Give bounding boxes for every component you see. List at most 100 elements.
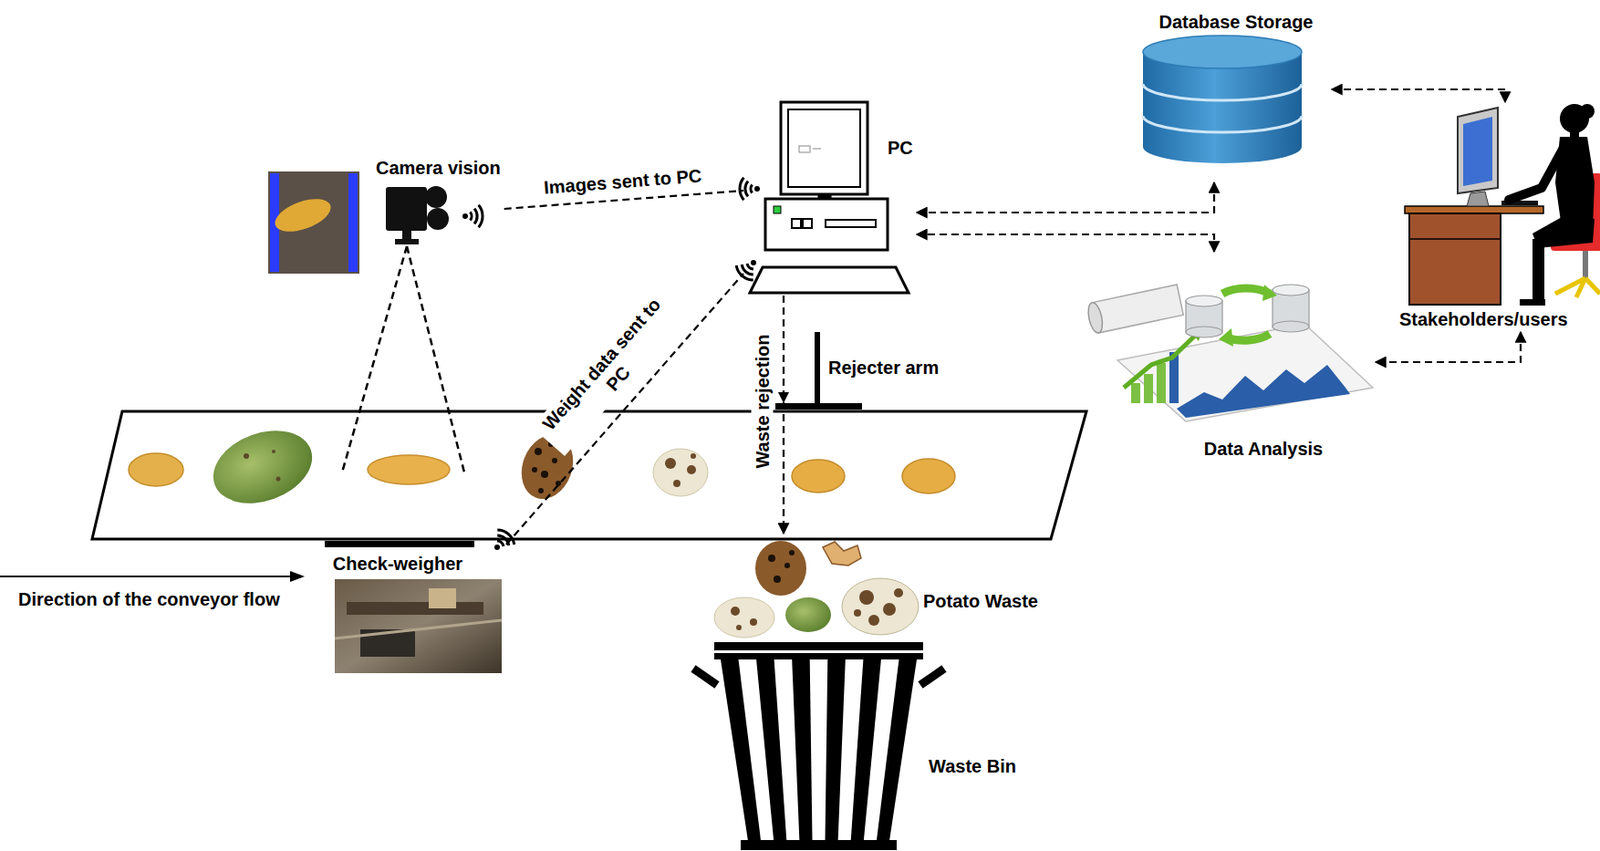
waste-bin bbox=[756, 659, 787, 842]
user-figure bbox=[1409, 213, 1501, 305]
pc-icon bbox=[773, 206, 781, 214]
flow-arrow bbox=[0, 575, 292, 578]
data-analysis-icon bbox=[1222, 288, 1270, 294]
component-label: Potato Waste bbox=[923, 590, 1039, 613]
potatoes bbox=[690, 453, 697, 459]
waste-bin bbox=[876, 659, 917, 842]
flow-note: Direction of the conveyor flow bbox=[18, 588, 292, 612]
wireless-symbol bbox=[736, 263, 754, 281]
potatoes bbox=[653, 448, 708, 497]
potato-waste bbox=[736, 624, 742, 631]
database-cylinder bbox=[1142, 115, 1302, 133]
component-label: Camera vision bbox=[375, 156, 501, 179]
user-figure bbox=[1457, 107, 1498, 194]
component-label: Data Analysis bbox=[1204, 437, 1323, 460]
waste-bin bbox=[720, 659, 761, 842]
user-node: Stakeholders/users bbox=[1395, 102, 1599, 333]
potato-waste bbox=[785, 597, 832, 633]
potatoes bbox=[791, 459, 845, 493]
potatoes bbox=[538, 488, 544, 494]
check-weigher bbox=[334, 620, 502, 639]
camera-photo bbox=[268, 171, 360, 274]
rejecter-arm bbox=[814, 332, 821, 406]
data-analysis-icon bbox=[1272, 284, 1310, 296]
potatoes bbox=[128, 453, 184, 487]
database-cylinder bbox=[1142, 35, 1302, 69]
potato-waste bbox=[841, 578, 919, 635]
data-analysis-icon bbox=[1176, 364, 1351, 418]
potatoes bbox=[531, 467, 538, 473]
camera-photo bbox=[270, 192, 335, 239]
potatoes bbox=[555, 480, 562, 487]
flow-arrow bbox=[0, 571, 305, 582]
potatoes bbox=[367, 455, 450, 485]
potatoes bbox=[902, 458, 956, 494]
potatoes bbox=[686, 465, 697, 475]
database-cylinder bbox=[1142, 83, 1302, 101]
rejecter-node: Rejecter arm bbox=[802, 330, 958, 413]
potatoes bbox=[534, 447, 542, 456]
waste-bin bbox=[693, 668, 717, 686]
potatoes bbox=[551, 457, 558, 464]
potatoes bbox=[673, 479, 681, 488]
database-node: Database Storage bbox=[1140, 3, 1332, 183]
check-weigher bbox=[346, 602, 484, 615]
data-analysis-icon bbox=[1123, 335, 1195, 388]
camera-photo bbox=[268, 171, 360, 274]
data-link bbox=[916, 182, 1215, 213]
camera-photo bbox=[348, 173, 358, 272]
data-analysis-icon bbox=[1143, 374, 1154, 404]
edge-label: Images sent to PC bbox=[540, 164, 706, 199]
data-analysis-icon bbox=[1085, 284, 1373, 422]
camera-node: Camera vision bbox=[374, 155, 505, 254]
camera-icon bbox=[394, 238, 419, 245]
data-analysis-icon bbox=[1272, 321, 1310, 333]
data-link bbox=[1331, 89, 1506, 103]
potato-waste bbox=[853, 609, 862, 617]
potato-waste bbox=[714, 540, 919, 638]
waste-bin bbox=[791, 659, 812, 842]
rejecter-arm bbox=[775, 403, 863, 410]
database-cylinder bbox=[1142, 35, 1302, 164]
potato-waste bbox=[714, 597, 775, 638]
potato-waste bbox=[893, 588, 904, 598]
pc-icon bbox=[791, 218, 801, 229]
camera-icon bbox=[402, 230, 412, 240]
conveyor-belt bbox=[92, 411, 1087, 540]
user-figure bbox=[1582, 250, 1589, 279]
user-figure bbox=[1466, 191, 1489, 207]
potatoes bbox=[243, 453, 250, 459]
component-label: Rejecter arm bbox=[828, 356, 939, 379]
component-label: Check-weigher bbox=[332, 552, 463, 575]
checkweigher-node: Check-weigher bbox=[319, 540, 507, 677]
data-analysis-icon bbox=[1091, 284, 1184, 333]
data-analysis-icon bbox=[1131, 383, 1141, 404]
user-figure bbox=[1532, 238, 1545, 300]
user-figure bbox=[1409, 238, 1501, 240]
user-figure bbox=[1404, 206, 1544, 214]
component-label: Waste Bin bbox=[928, 755, 1017, 778]
user-figure bbox=[1519, 299, 1546, 306]
potato-waste bbox=[868, 614, 880, 626]
data-analysis-icon bbox=[1185, 295, 1223, 307]
potato-waste bbox=[859, 590, 874, 605]
camera-icon bbox=[342, 246, 407, 473]
data-analysis-icon bbox=[1262, 284, 1278, 302]
data-analysis-icon bbox=[1085, 301, 1105, 334]
edge-label: Weight data sent to PC bbox=[530, 286, 687, 457]
component-label: Database Storage bbox=[1159, 10, 1314, 33]
camera-icon bbox=[342, 186, 465, 473]
potatoes bbox=[271, 449, 276, 454]
user-figure bbox=[1404, 103, 1600, 306]
camera-icon bbox=[406, 246, 465, 473]
conveyor-belt bbox=[92, 411, 1087, 540]
edge-label: Waste rejection bbox=[750, 331, 773, 471]
check-weigher bbox=[324, 540, 475, 548]
potato-waste bbox=[822, 541, 862, 566]
waste-bin bbox=[920, 668, 945, 686]
potato-waste bbox=[784, 562, 790, 569]
pc-icon bbox=[788, 109, 861, 188]
potatoes bbox=[276, 477, 281, 482]
potato-waste bbox=[773, 575, 781, 583]
